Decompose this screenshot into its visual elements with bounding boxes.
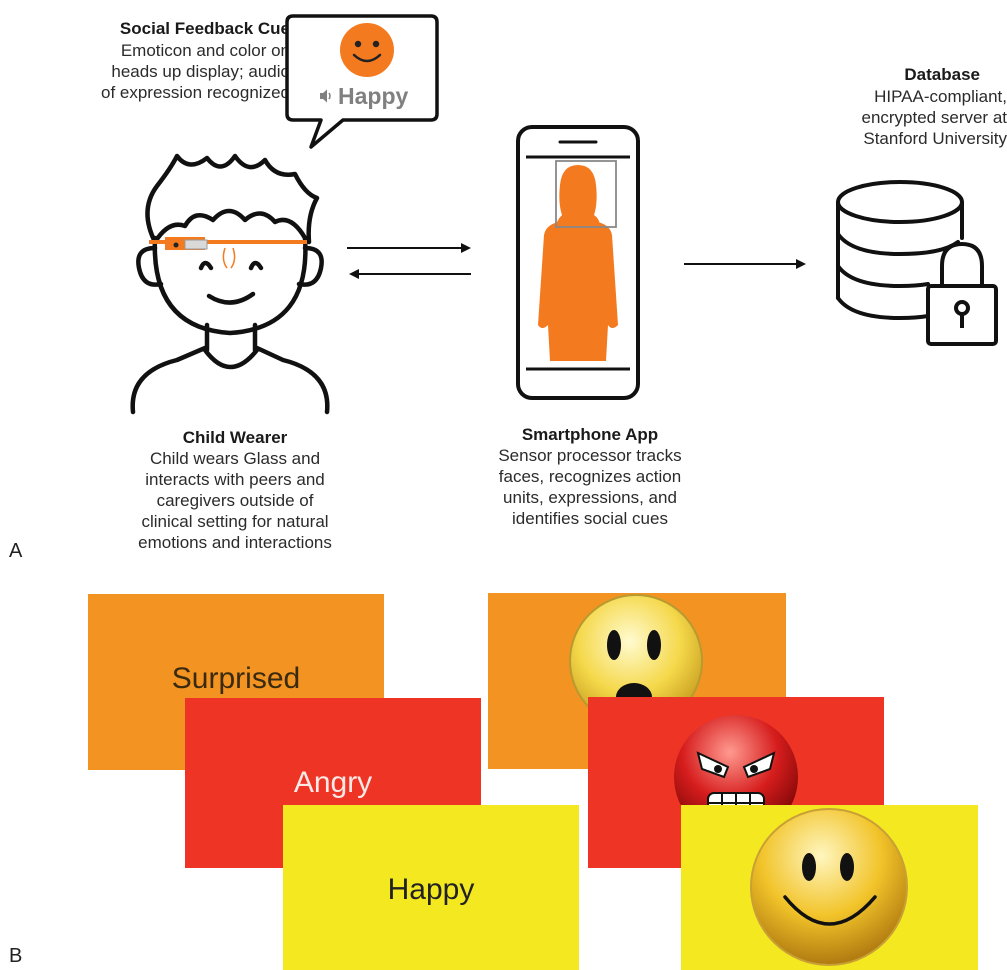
child-wearer-text: Child Wearer Child wears Glass and inter… xyxy=(90,428,380,553)
bubble-label: Happy xyxy=(338,83,409,109)
desc-line: clinical setting for natural xyxy=(141,512,329,531)
desc-line: heads up display; audio xyxy=(111,62,290,81)
smartphone-app-text: Smartphone App Sensor processor tracks f… xyxy=(460,425,720,529)
desc-line: of expression recognized xyxy=(100,83,290,102)
desc-line: Stanford University xyxy=(863,129,1007,148)
desc-line: Child wears Glass and xyxy=(149,449,321,468)
card-label: Happy xyxy=(387,873,475,906)
desc-line: HIPAA-compliant, xyxy=(874,87,1007,106)
bidirectional-arrows xyxy=(347,243,471,279)
happy-emoji-icon xyxy=(750,808,908,966)
social-feedback-desc: Emoticon and color on heads up display; … xyxy=(30,40,290,103)
desc-line: caregivers outside of xyxy=(156,491,314,510)
face-tracking-box xyxy=(555,160,617,228)
emoji-card-happy xyxy=(681,805,978,970)
panel-a-letter: A xyxy=(9,540,23,562)
desc-line: emotions and interactions xyxy=(138,533,332,552)
panel-b-letter: B xyxy=(9,945,23,967)
desc-line: Emoticon and color on xyxy=(120,41,290,60)
child-wearer-title: Child Wearer xyxy=(182,428,288,447)
arrow-to-database xyxy=(684,259,806,269)
card-label: Surprised xyxy=(171,662,301,695)
database-desc: HIPAA-compliant, encrypted server at Sta… xyxy=(822,86,1007,149)
speech-bubble xyxy=(285,14,439,149)
smartphone-icon xyxy=(516,125,640,400)
desc-line: encrypted server at xyxy=(861,108,1007,127)
desc-line: identifies social cues xyxy=(512,509,668,528)
smartphone-app-title: Smartphone App xyxy=(521,425,659,444)
social-feedback-title: Social Feedback Cue xyxy=(119,19,290,38)
card-label: Angry xyxy=(293,766,373,799)
database-title: Database xyxy=(904,65,980,84)
padlock-icon xyxy=(926,241,998,346)
desc-line: Sensor processor tracks xyxy=(498,446,682,465)
desc-line: faces, recognizes action xyxy=(498,467,682,486)
speaker-icon xyxy=(320,89,331,103)
database-icon xyxy=(836,180,998,346)
desc-line: units, expressions, and xyxy=(503,488,677,507)
text-card-happy: Happy xyxy=(283,805,579,970)
desc-line: interacts with peers and xyxy=(145,470,325,489)
person-silhouette xyxy=(538,165,618,361)
smiley-icon xyxy=(340,23,394,77)
child-wearer-icon xyxy=(130,153,330,415)
